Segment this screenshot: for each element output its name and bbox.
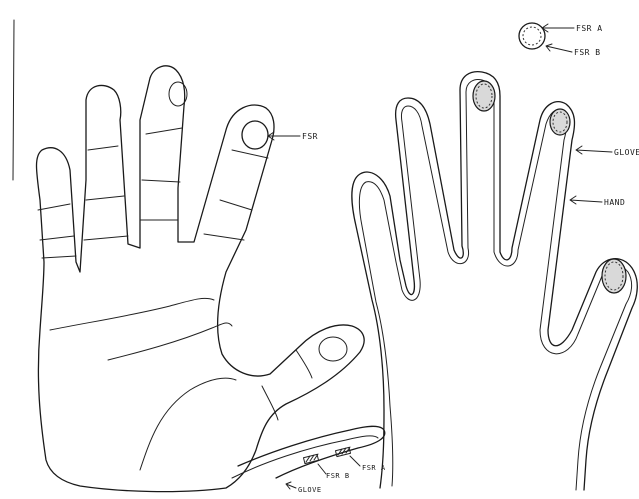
left-middle-creases	[140, 128, 182, 220]
fsr-a-small-arrow	[350, 456, 360, 466]
left-index-fsr-circle	[242, 121, 268, 149]
right-middle-nail-sensor	[473, 81, 495, 111]
left-hand-outline	[37, 66, 365, 492]
fsr-arrow	[268, 132, 300, 140]
hand-label: HAND	[604, 198, 625, 207]
glove-label: GLOVE	[614, 148, 639, 157]
fsr-b-arrow	[546, 44, 572, 52]
right-thumb-nail-sensor	[602, 259, 626, 293]
right-hand-drawing: GLOVE HAND	[352, 72, 639, 490]
left-hand-drawing: FSR	[37, 66, 365, 492]
fsr-a-small-label: FSR A	[362, 464, 386, 472]
finger-cross-section: FSR B FSR A GLOVE	[232, 426, 386, 494]
glove-arrow	[576, 146, 612, 154]
margin-line	[13, 20, 14, 180]
left-palm-line-3	[140, 378, 236, 470]
fsr-label: FSR	[302, 132, 318, 141]
fsr-stack-detail: FSR A FSR B	[519, 23, 603, 57]
hand-arrow	[570, 196, 602, 204]
fsr-a-label: FSR A	[576, 24, 603, 33]
left-palm-line-2	[108, 323, 232, 360]
fsr-b-label: FSR B	[574, 48, 601, 57]
left-thumb-tip-sensor	[319, 337, 347, 361]
fsr-a-arrow	[542, 24, 574, 32]
fsr-stack-circle-inner	[523, 27, 541, 45]
fsr-b-small-label: FSR B	[326, 472, 350, 480]
left-index-creases	[204, 150, 268, 240]
glove-small-label: GLOVE	[298, 486, 322, 494]
left-ring-creases	[84, 146, 128, 240]
left-thumb-crease	[262, 350, 312, 420]
glove-small-arrow	[286, 482, 296, 489]
fsr-b-small-arrow	[318, 464, 326, 474]
right-glove-outline	[352, 72, 637, 490]
left-palm-line-1	[50, 298, 214, 330]
